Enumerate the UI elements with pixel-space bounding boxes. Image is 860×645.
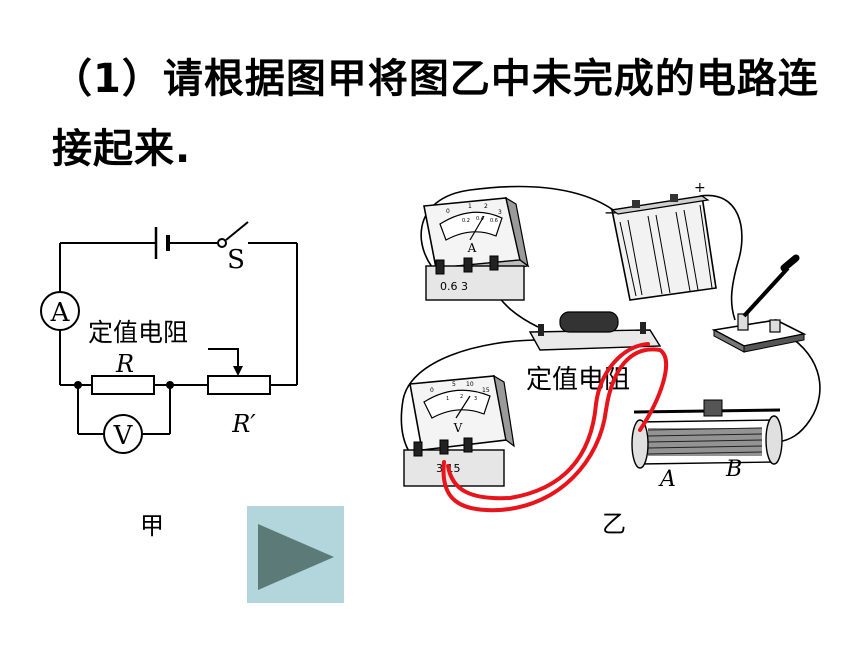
play-button[interactable] (247, 506, 344, 603)
svg-text:3: 3 (474, 396, 477, 402)
switch-blade (225, 221, 249, 241)
svg-text:2: 2 (460, 394, 463, 400)
battery-pack: − + (604, 180, 717, 301)
sliding-rheostat-device: A B (631, 399, 783, 492)
resistor-r-label: R (115, 350, 134, 378)
junction-left (74, 381, 82, 389)
question-text: （1）请根据图甲将图乙中未完成的电路连接起来. (52, 56, 819, 172)
black-wires (400, 185, 821, 461)
junction-right (166, 381, 174, 389)
ammeter-device: 0 1 2 3 0.2 0.4 0.6 A 0.6 3 (423, 196, 530, 301)
svg-text:3: 3 (498, 209, 502, 216)
fixed-resistor-device: 定值电阻 (526, 311, 662, 395)
svg-text:0.4: 0.4 (476, 216, 484, 222)
svg-text:15: 15 (482, 387, 490, 394)
diagram-jia-caption: 甲 (140, 512, 164, 540)
svg-text:1: 1 (468, 203, 472, 210)
switch-pivot (217, 238, 227, 248)
svg-text:2: 2 (484, 203, 488, 210)
voltmeter-face-label: V (453, 421, 463, 435)
fixed-resistor-caption: 定值电阻 (88, 318, 188, 347)
play-icon (258, 524, 334, 590)
ammeter-face-label: A (467, 241, 477, 255)
battery-plus-label: + (694, 180, 706, 196)
knife-switch (711, 254, 807, 353)
rheostat-end-b-label: B (725, 457, 742, 482)
switch-label: S (227, 245, 245, 275)
diagram-yi-caption: 乙 (602, 510, 626, 538)
voltmeter-label: V (113, 421, 134, 451)
battery-minus-label: − (604, 203, 617, 222)
svg-text:0: 0 (430, 387, 434, 394)
voltmeter-device: 0 5 10 15 1 2 3 V 3 15 (403, 374, 515, 487)
svg-text:0.6: 0.6 (490, 218, 498, 224)
svg-text:0.2: 0.2 (462, 218, 470, 224)
svg-text:10: 10 (466, 381, 474, 388)
ammeter-terminal-labels: 0.6 3 (440, 280, 468, 293)
rheostat-r-prime-label: R′ (231, 410, 256, 438)
svg-text:0: 0 (446, 208, 450, 215)
red-drawn-wires (441, 342, 669, 513)
rheostat-end-a-label: A (658, 467, 676, 492)
svg-text:1: 1 (446, 396, 449, 402)
svg-text:5: 5 (452, 381, 456, 388)
rheostat-slider-arrowhead (233, 366, 243, 376)
ammeter-label: A (50, 298, 71, 328)
